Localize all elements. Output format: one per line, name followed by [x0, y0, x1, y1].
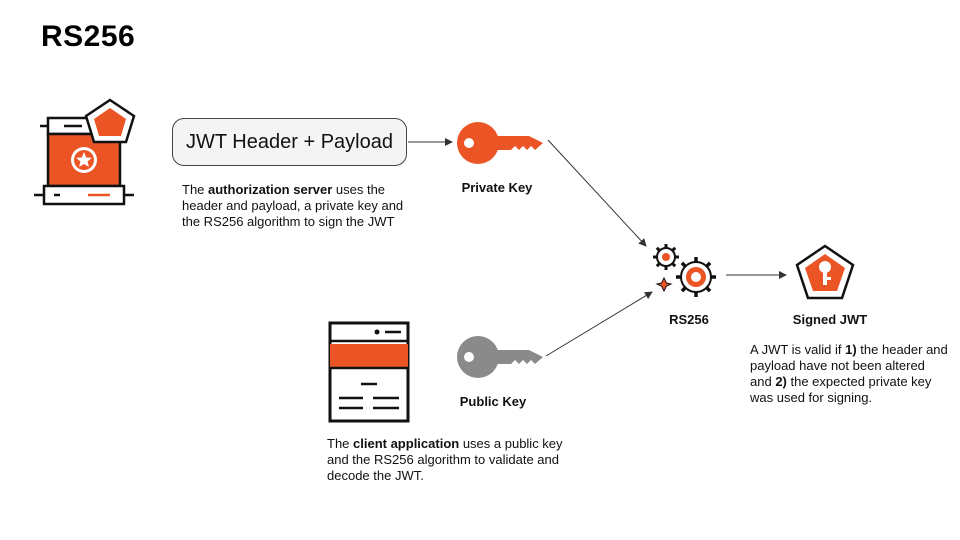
client-app-caption: The client application uses a public key…: [327, 436, 563, 483]
rs256-label: RS256: [669, 312, 709, 327]
signed-jwt-label: Signed JWT: [792, 312, 868, 327]
public-key-icon: [457, 336, 543, 378]
page-title: RS256: [41, 20, 136, 53]
arrow-private-key-to-rs256: [547, 139, 647, 247]
key-icon: [457, 122, 543, 164]
gears-icon: [653, 244, 716, 297]
pentagon-key-icon: [795, 244, 855, 300]
header-payload-box: JWT Header + Payload: [172, 118, 407, 166]
arrow-public-key-to-rs256: [545, 291, 653, 357]
server-icon: [34, 98, 136, 206]
validity-note: A JWT is valid if 1) the header and payl…: [750, 342, 948, 405]
document-icon: [328, 321, 410, 423]
private-key-label: Private Key: [461, 180, 533, 195]
auth-server-caption: The authorization server uses the header…: [182, 182, 404, 229]
public-key-label: Public Key: [459, 394, 527, 409]
